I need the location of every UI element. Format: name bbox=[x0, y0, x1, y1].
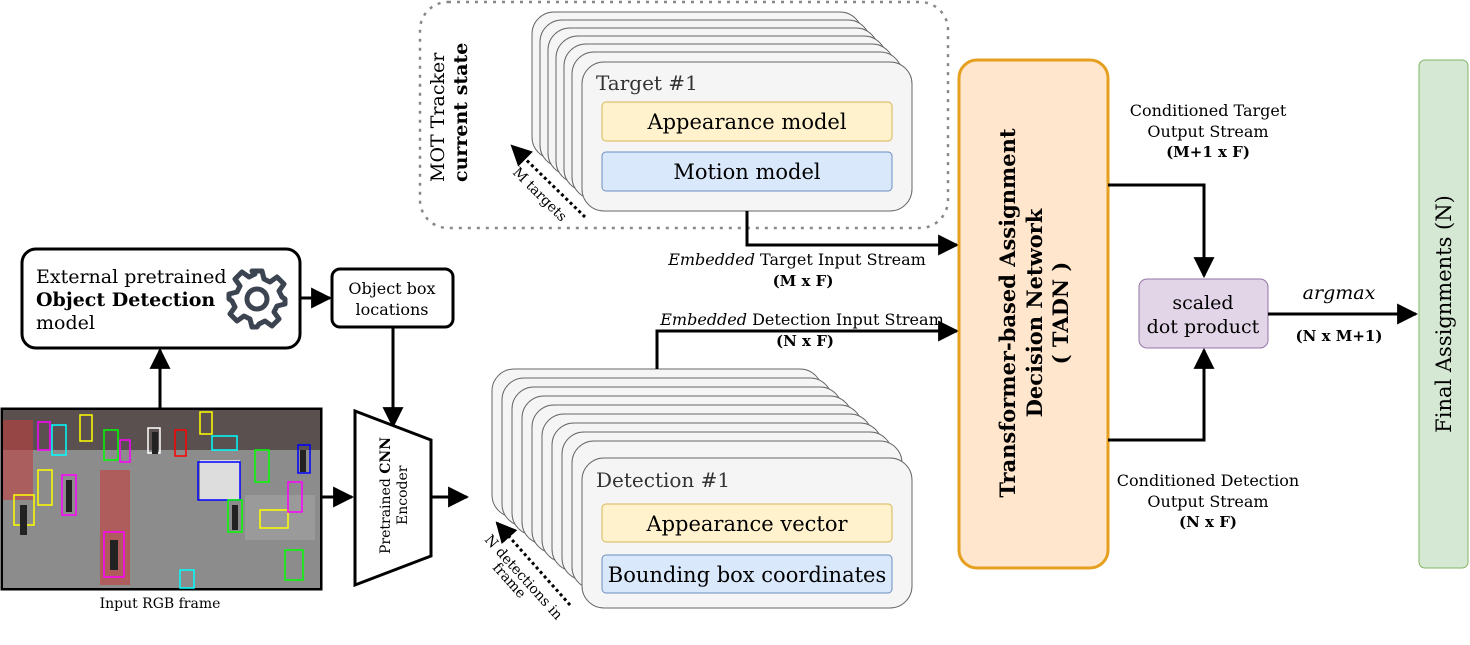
detection-input-dim: (N x F) bbox=[776, 332, 834, 350]
detector-line-2: Object Detection bbox=[36, 289, 215, 311]
appearance-model-box bbox=[601, 101, 893, 142]
final-assignments-label: Final Assignments (N) bbox=[1432, 195, 1456, 433]
tadn-block bbox=[957, 58, 1110, 570]
target-card-stack: Target #1 Appearance model Motion model bbox=[531, 11, 913, 212]
target-output-label-1: Conditioned Target bbox=[1130, 101, 1287, 120]
tracker-state-label-1: MOT Tracker bbox=[427, 52, 449, 182]
motion-model-label: Motion model bbox=[673, 160, 821, 184]
final-assignments-block bbox=[1418, 59, 1469, 569]
appearance-vector-label: Appearance vector bbox=[645, 512, 848, 536]
bounding-box-box bbox=[601, 554, 893, 594]
cnn-encoder-line-1: Pretrained CNN bbox=[378, 437, 394, 554]
gear-icon bbox=[226, 268, 288, 330]
detector-line-3: model bbox=[36, 312, 95, 334]
target-output-dim: (M+1 x F) bbox=[1166, 143, 1250, 161]
detection-output-dim: (N x F) bbox=[1179, 513, 1237, 531]
tracker-state-container bbox=[418, 0, 950, 230]
target-card-title: Target #1 bbox=[596, 71, 698, 95]
argmax-label: argmax bbox=[1303, 282, 1376, 304]
tadn-line-2: Decision Network bbox=[1022, 208, 1047, 417]
cnn-encoder-line-2: Encoder bbox=[395, 465, 411, 525]
input-frame-caption: Input RGB frame bbox=[100, 596, 221, 612]
argmax-dim: (N x M+1) bbox=[1296, 327, 1383, 345]
detection-card-title: Detection #1 bbox=[596, 468, 730, 492]
tracker-state-label-2: current state bbox=[450, 43, 472, 182]
detection-output-label-1: Conditioned Detection bbox=[1117, 471, 1299, 490]
detection-output-arrow bbox=[1108, 347, 1215, 442]
object-box-line-2: locations bbox=[356, 300, 429, 319]
object-box-line-1: Object box bbox=[348, 279, 435, 298]
detection-card-stack: Detection #1 Appearance vector Bounding … bbox=[491, 368, 913, 609]
dot-product-line-2: dot product bbox=[1147, 316, 1260, 338]
detection-input-stream-label: Embedded Detection Input Stream bbox=[659, 310, 943, 329]
target-input-stream-label: Embedded Target Input Stream bbox=[667, 250, 926, 269]
appearance-vector-box bbox=[601, 503, 893, 543]
bounding-box-label: Bounding box coordinates bbox=[608, 563, 886, 587]
n-detections-arrow bbox=[495, 521, 572, 606]
cnn-encoder bbox=[353, 408, 433, 588]
m-targets-arrow bbox=[510, 144, 587, 219]
target-output-arrow bbox=[1108, 183, 1215, 279]
tadn-line-3: ( TADN ) bbox=[1048, 262, 1073, 365]
target-input-arrow bbox=[745, 211, 960, 256]
dot-product-line-1: scaled bbox=[1172, 292, 1233, 314]
detector-line-1: External pretrained bbox=[36, 266, 226, 288]
motion-model-box bbox=[601, 151, 893, 192]
tadn-line-1: Transformer-based Assignment bbox=[995, 128, 1020, 498]
detection-output-label-2: Output Stream bbox=[1147, 492, 1268, 511]
target-input-dim: (M x F) bbox=[773, 272, 834, 290]
appearance-model-label: Appearance model bbox=[646, 110, 846, 134]
input-rgb-frame bbox=[0, 407, 323, 591]
target-output-label-2: Output Stream bbox=[1147, 122, 1268, 141]
detection-input-arrow bbox=[655, 320, 960, 369]
